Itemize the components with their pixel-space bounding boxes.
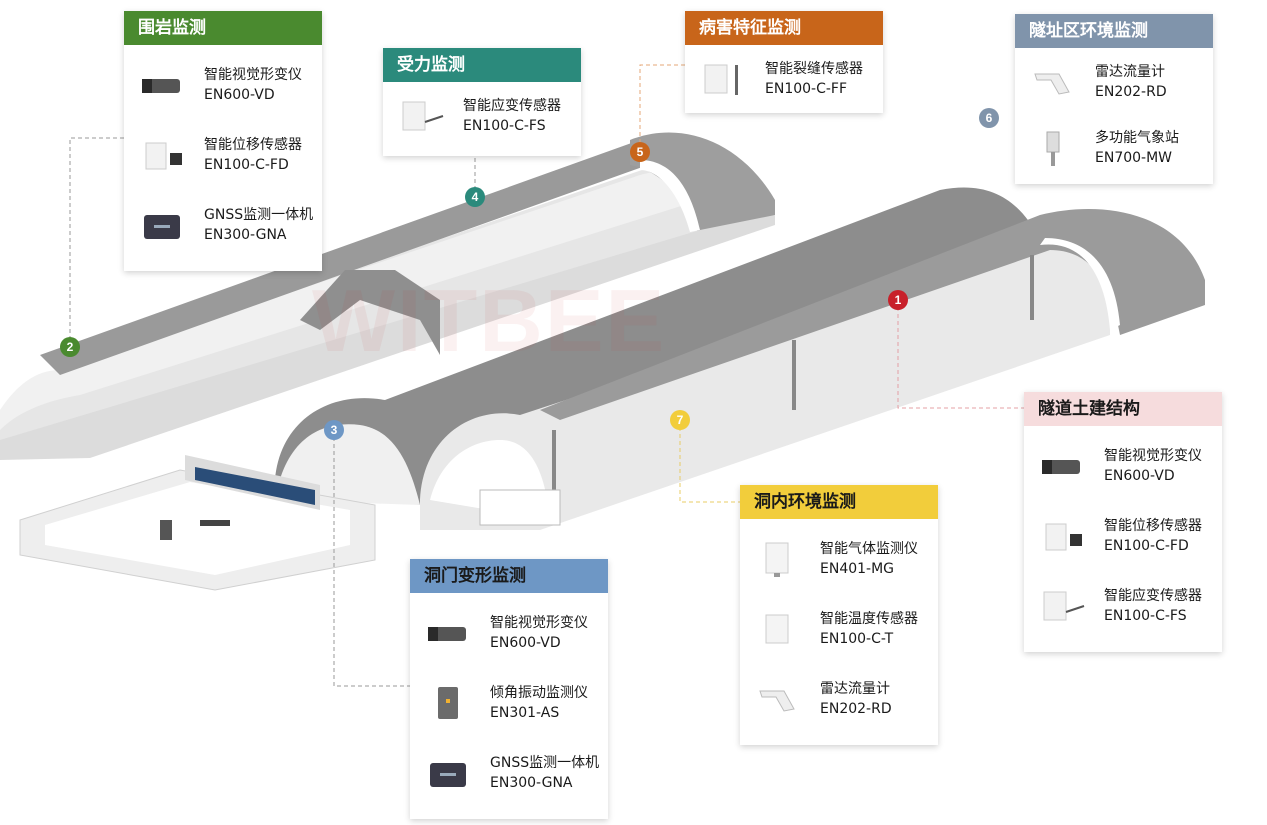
device-name: 智能气体监测仪 <box>820 541 918 557</box>
marker-4[interactable]: 4 <box>465 187 485 207</box>
device-name: 智能裂缝传感器 <box>765 61 863 77</box>
device-item[interactable]: 雷达流量计 EN202-RD <box>750 667 928 737</box>
right-tunnels <box>275 187 1205 531</box>
device-item[interactable]: 智能位移传感器 EN100-C-FD <box>1034 504 1212 574</box>
displacement-sensor-icon <box>145 142 182 170</box>
tilt-vibration-icon <box>438 687 458 719</box>
panel-title: 病害特征监测 <box>685 11 883 45</box>
device-model: EN300-GNA <box>204 227 287 243</box>
device-model: EN600-VD <box>204 87 275 103</box>
device-item[interactable]: 智能视觉形变仪 EN600-VD <box>134 53 312 123</box>
device-item[interactable]: 雷达流量计 EN202-RD <box>1025 50 1203 116</box>
panel-title: 隧道土建结构 <box>1024 392 1222 426</box>
watermark: WITBEE <box>312 271 667 370</box>
gas-monitor-icon <box>765 542 789 577</box>
device-model: EN100-C-FS <box>463 118 546 134</box>
temperature-sensor-icon <box>765 614 789 644</box>
device-item[interactable]: GNSS监测一体机 EN300-GNA <box>134 193 314 263</box>
device-model: EN100-C-FD <box>204 157 289 173</box>
device-model: EN401-MG <box>820 561 895 577</box>
marker-7[interactable]: 7 <box>670 410 690 430</box>
strain-sensor-icon <box>1043 591 1085 621</box>
panel-defect: 病害特征监测 智能裂缝传感器 EN100-C-FF <box>685 11 883 113</box>
device-model: EN100-C-T <box>820 631 894 647</box>
device-item[interactable]: 倾角振动监测仪 EN301-AS <box>420 671 598 741</box>
device-model: EN300-GNA <box>490 775 573 791</box>
strain-sensor-icon <box>402 101 444 131</box>
marker-6[interactable]: 6 <box>979 108 999 128</box>
device-model: EN600-VD <box>1104 468 1175 484</box>
device-name: GNSS监测一体机 <box>490 755 600 771</box>
device-item[interactable]: 智能应变传感器 EN100-C-FS <box>393 84 571 154</box>
device-name: 智能位移传感器 <box>204 137 302 153</box>
device-model: EN100-C-FS <box>1104 608 1187 624</box>
marker-1[interactable]: 1 <box>888 290 908 310</box>
device-name: 智能温度传感器 <box>820 611 918 627</box>
panel-title: 隧址区环境监测 <box>1015 14 1213 48</box>
panel-surrounding-rock: 围岩监测 智能视觉形变仪 EN600-VD 智能位移传感器 EN100-C-FD G… <box>124 11 322 271</box>
marker-2[interactable]: 2 <box>60 337 80 357</box>
displacement-sensor-icon <box>1045 523 1082 551</box>
camera-icon <box>1042 460 1080 474</box>
panel-portal-deformation: 洞门变形监测 智能视觉形变仪 EN600-VD 倾角振动监测仪 EN301-AS G… <box>410 559 608 819</box>
device-model: EN700-MW <box>1095 150 1173 166</box>
device-name: 智能视觉形变仪 <box>490 615 588 631</box>
weather-station-icon <box>1046 131 1060 166</box>
panel-title: 洞内环境监测 <box>740 485 938 519</box>
device-name: 雷达流量计 <box>820 681 890 697</box>
radar-flowmeter-icon <box>759 690 795 712</box>
device-model: EN202-RD <box>1095 84 1167 100</box>
device-model: EN100-C-FD <box>1104 538 1189 554</box>
device-name: 智能应变传感器 <box>1104 588 1202 604</box>
panel-site-environment: 隧址区环境监测 雷达流量计 EN202-RD 多功能气象站 EN700-MW <box>1015 14 1213 184</box>
device-item[interactable]: 智能气体监测仪 EN401-MG <box>750 527 928 597</box>
device-item[interactable]: 智能应变传感器 EN100-C-FS <box>1034 574 1212 644</box>
device-item[interactable]: 智能位移传感器 EN100-C-FD <box>134 123 312 193</box>
radar-flowmeter-icon <box>1034 73 1070 95</box>
device-item[interactable]: GNSS监测一体机 EN300-GNA <box>420 741 600 811</box>
device-name: 智能应变传感器 <box>463 98 561 114</box>
device-name: 智能位移传感器 <box>1104 518 1202 534</box>
panel-civil-structure: 隧道土建结构 智能视觉形变仪 EN600-VD 智能位移传感器 EN100-C-FD… <box>1024 392 1222 652</box>
panel-title: 洞门变形监测 <box>410 559 608 593</box>
device-item[interactable]: 多功能气象站 EN700-MW <box>1025 116 1203 182</box>
device-name: GNSS监测一体机 <box>204 207 314 223</box>
control-room <box>19 455 376 591</box>
panel-title: 受力监测 <box>383 48 581 82</box>
device-name: 倾角振动监测仪 <box>490 685 588 701</box>
device-item[interactable]: 智能温度传感器 EN100-C-T <box>750 597 928 667</box>
left-tunnel <box>0 132 775 460</box>
panel-stress: 受力监测 智能应变传感器 EN100-C-FS <box>383 48 581 156</box>
device-item[interactable]: 智能裂缝传感器 EN100-C-FF <box>695 47 873 111</box>
device-model: EN202-RD <box>820 701 892 717</box>
camera-icon <box>428 627 466 641</box>
camera-icon <box>142 79 180 93</box>
device-name: 智能视觉形变仪 <box>1104 448 1202 464</box>
marker-3[interactable]: 3 <box>324 420 344 440</box>
device-item[interactable]: 智能视觉形变仪 EN600-VD <box>1034 434 1212 504</box>
device-model: EN100-C-FF <box>765 81 848 97</box>
device-name: 多功能气象站 <box>1095 130 1179 146</box>
gnss-icon <box>144 215 180 239</box>
device-name: 智能视觉形变仪 <box>204 67 302 83</box>
device-item[interactable]: 智能视觉形变仪 EN600-VD <box>420 601 598 671</box>
marker-5[interactable]: 5 <box>630 142 650 162</box>
crack-sensor-icon <box>704 64 738 95</box>
device-model: EN600-VD <box>490 635 561 651</box>
device-model: EN301-AS <box>490 705 560 721</box>
gnss-icon <box>430 763 466 787</box>
device-name: 雷达流量计 <box>1095 64 1165 80</box>
panel-title: 围岩监测 <box>124 11 322 45</box>
